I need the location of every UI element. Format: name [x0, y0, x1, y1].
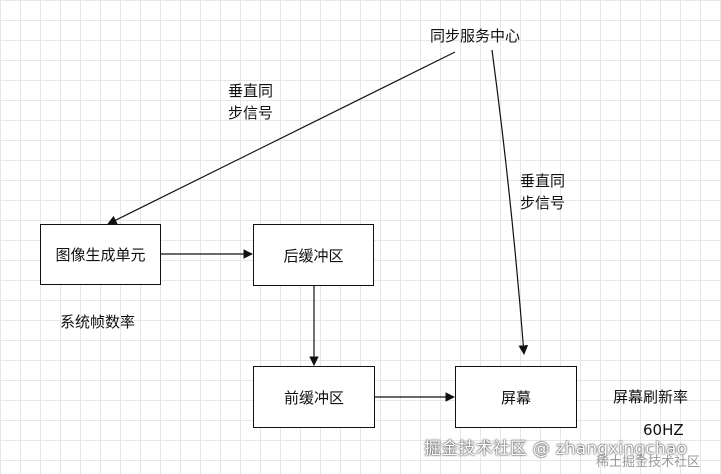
vsync-label-right-line2: 步信号	[520, 194, 566, 212]
watermark-subtext: 稀土掘金技术社区	[596, 455, 701, 470]
back-buffer-label: 后缓冲区	[283, 246, 344, 265]
refresh-value-label: 60HZ	[643, 421, 684, 439]
vsync-label-left-line2: 步信号	[228, 104, 274, 122]
system-frame-rate-label: 系统帧数率	[60, 313, 136, 331]
vsync-label-right: 垂直同 步信号	[520, 170, 565, 214]
edge-sync-to-image-gen	[107, 51, 456, 225]
image-gen-node: 图像生成单元	[40, 224, 161, 285]
screen-node: 屏幕	[455, 366, 577, 428]
vsync-label-left: 垂直同 步信号	[228, 80, 273, 124]
vsync-label-right-line1: 垂直同	[520, 172, 566, 190]
image-gen-label: 图像生成单元	[55, 246, 146, 264]
screen-label: 屏幕	[500, 388, 531, 407]
watermark-text: 掘金技术社区 @ zhangxingchao	[424, 439, 688, 459]
front-buffer-label: 前缓冲区	[283, 388, 344, 407]
sync-center-node: 同步服务中心	[430, 27, 521, 45]
edge-sync-to-screen	[491, 49, 529, 355]
front-buffer-node: 前缓冲区	[253, 366, 375, 428]
back-buffer-node: 后缓冲区	[253, 224, 374, 286]
screen-refresh-rate-label: 屏幕刷新率	[613, 388, 689, 406]
vsync-label-left-line1: 垂直同	[228, 82, 274, 100]
